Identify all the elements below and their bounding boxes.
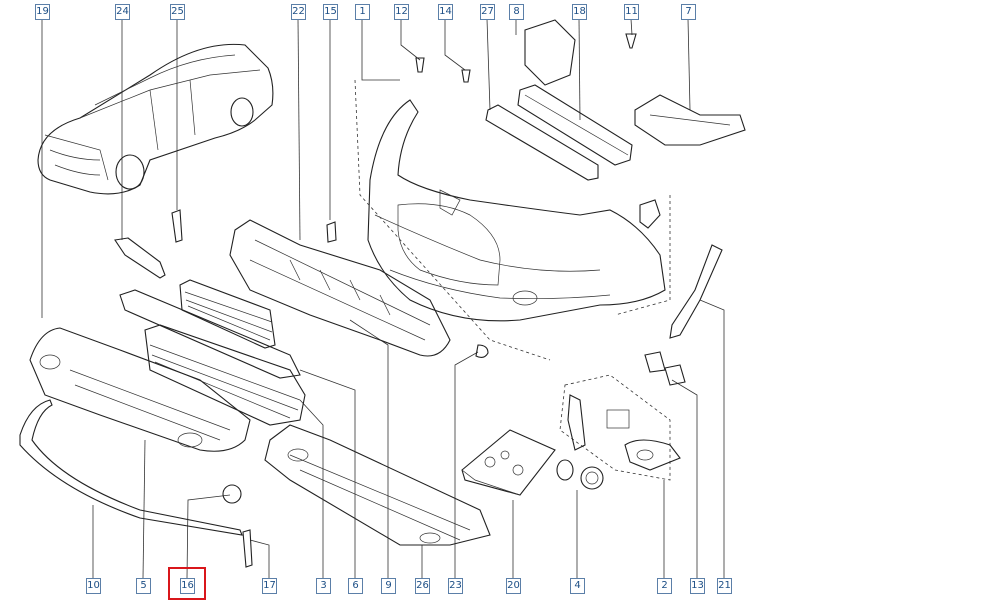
energy-absorber	[229, 219, 451, 357]
callout-26[interactable]: 26	[415, 578, 430, 594]
callout-12[interactable]: 12	[394, 4, 409, 20]
callout-11[interactable]: 11	[624, 4, 639, 20]
callout-25[interactable]: 25	[170, 4, 185, 20]
callout-14[interactable]: 14	[438, 4, 453, 20]
car-illustration	[37, 43, 274, 195]
callout-1[interactable]: 1	[355, 4, 370, 20]
front-bumper	[354, 79, 671, 361]
lower-absorber	[264, 424, 491, 546]
leader-lines-bottom	[92, 299, 725, 579]
callout-13[interactable]: 13	[690, 578, 705, 594]
callout-10[interactable]: 10	[86, 578, 101, 594]
callout-9[interactable]: 9	[381, 578, 396, 594]
fog-lamp-rings	[556, 459, 604, 490]
fasteners	[114, 33, 686, 568]
side-strip	[669, 244, 723, 339]
leader-lines-top	[41, 18, 691, 318]
side-bracket	[485, 19, 746, 181]
callout-19[interactable]: 19	[35, 4, 50, 20]
callout-22[interactable]: 22	[291, 4, 306, 20]
callout-21[interactable]: 21	[717, 578, 732, 594]
callout-16[interactable]: 16	[180, 578, 195, 594]
callout-18[interactable]: 18	[572, 4, 587, 20]
fog-lamp-kit	[559, 374, 681, 481]
clip-kit-box	[461, 429, 556, 496]
callout-5[interactable]: 5	[136, 578, 151, 594]
callout-20[interactable]: 20	[506, 578, 521, 594]
callout-27[interactable]: 27	[480, 4, 495, 20]
callout-2[interactable]: 2	[657, 578, 672, 594]
callout-17[interactable]: 17	[262, 578, 277, 594]
callout-7[interactable]: 7	[681, 4, 696, 20]
callout-6[interactable]: 6	[348, 578, 363, 594]
lip-strip	[19, 399, 243, 536]
callout-24[interactable]: 24	[115, 4, 130, 20]
lower-deflector	[29, 327, 251, 452]
lower-grille	[119, 289, 306, 426]
callout-8[interactable]: 8	[509, 4, 524, 20]
callout-3[interactable]: 3	[316, 578, 331, 594]
callout-23[interactable]: 23	[448, 578, 463, 594]
callout-15[interactable]: 15	[323, 4, 338, 20]
selected-part-highlight	[168, 567, 206, 600]
upper-grille	[179, 279, 276, 349]
callout-4[interactable]: 4	[570, 578, 585, 594]
